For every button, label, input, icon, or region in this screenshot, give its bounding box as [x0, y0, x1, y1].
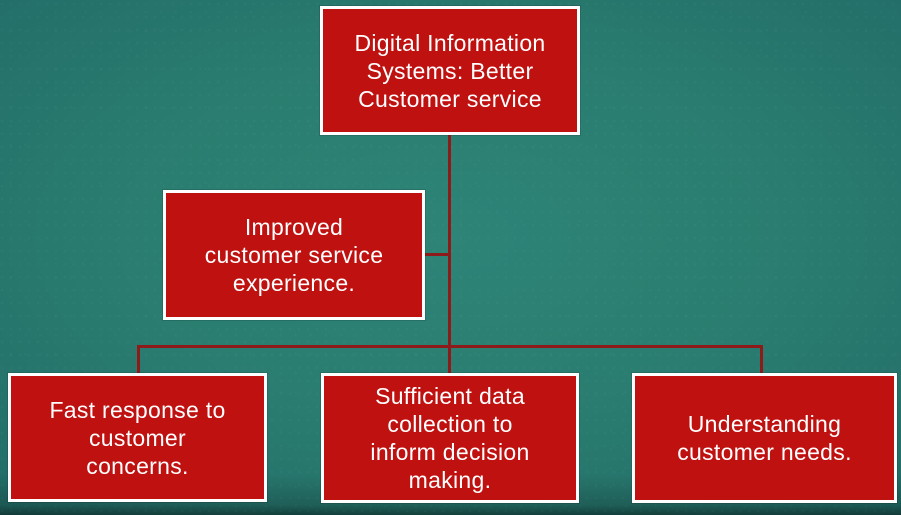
org-node-child-fast-response: Fast response to customer concerns. — [8, 373, 267, 502]
connector-horizontal-main — [137, 345, 763, 348]
connector-drop-right — [760, 345, 763, 373]
org-node-assistant: Improved customer service experience. — [163, 190, 425, 320]
org-node-root: Digital Information Systems: Better Cust… — [320, 6, 580, 135]
connector-assistant-stub — [425, 253, 450, 256]
org-node-child-2-label: Sufficient data collection to inform dec… — [370, 383, 530, 493]
org-node-child-customer-needs: Understanding customer needs. — [632, 373, 897, 503]
org-node-root-label: Digital Information Systems: Better Cust… — [354, 29, 546, 112]
connector-drop-left — [137, 345, 140, 373]
org-node-child-data-collection: Sufficient data collection to inform dec… — [321, 373, 579, 503]
org-node-child-3-label: Understanding customer needs. — [677, 411, 852, 465]
org-node-assistant-label: Improved customer service experience. — [204, 214, 384, 296]
org-node-child-1-label: Fast response to customer concerns. — [49, 396, 226, 479]
